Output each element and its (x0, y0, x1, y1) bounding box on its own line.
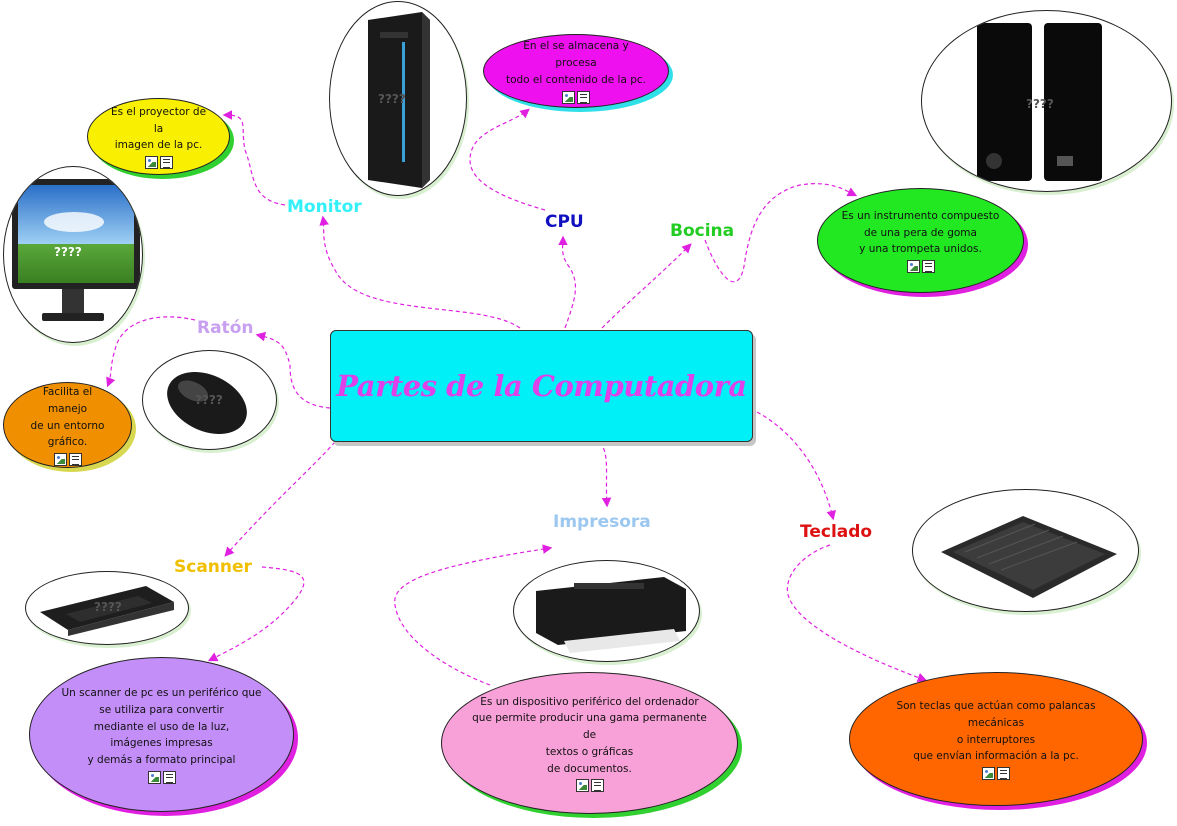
image-icon[interactable] (53, 453, 67, 467)
bubble-teclado-text: Son teclas que actúan como palancas mecá… (896, 699, 1096, 763)
bubble-bocina[interactable]: Es un instrumento compuesto de una pera … (817, 188, 1024, 293)
link-central-scanner (224, 441, 336, 557)
central-topic[interactable]: Partes de la Computadora (330, 330, 753, 442)
scanner-image[interactable]: ???? (25, 571, 189, 645)
cpu-picture (368, 12, 430, 188)
bubble-scanner-text: Un scanner de pc es un periférico que se… (61, 687, 262, 767)
bubble-monitor[interactable]: Es el proyector de la imagen de la pc. (87, 98, 230, 175)
link-central-monitor (319, 215, 521, 329)
image-icon[interactable] (982, 767, 995, 781)
note-icon[interactable] (162, 770, 176, 784)
monitor-image[interactable]: ???? (3, 166, 143, 343)
link-monitor-bubble (222, 110, 286, 206)
raton-image[interactable]: ???? (142, 350, 277, 450)
label-monitor[interactable]: Monitor (287, 197, 362, 217)
link-cpu-bubble (469, 108, 546, 211)
bocina-image[interactable]: ???? (921, 10, 1172, 192)
note-icon[interactable] (159, 156, 173, 170)
bubble-monitor-text: Es el proyector de la imagen de la pc. (110, 105, 207, 152)
cpu-image[interactable]: ???? (329, 1, 467, 196)
bubble-teclado[interactable]: Son teclas que actúan como palancas mecá… (849, 672, 1143, 806)
link-central-impresora (599, 441, 612, 508)
note-icon[interactable] (997, 767, 1010, 781)
link-impresora-bubble (394, 544, 553, 686)
note-icon[interactable] (590, 779, 604, 793)
link-central-cpu (558, 235, 576, 329)
label-bocina[interactable]: Bocina (670, 221, 735, 241)
link-teclado-bubble (786, 544, 928, 683)
note-icon[interactable] (577, 90, 590, 104)
bubble-raton[interactable]: Facilita el manejo de un entorno gráfico… (3, 382, 132, 468)
note-icon[interactable] (921, 260, 935, 274)
teclado-image[interactable] (912, 489, 1139, 612)
bubble-impresora[interactable]: Es un dispositivo periférico del ordenad… (441, 672, 738, 814)
monitor-placeholder: ???? (54, 245, 82, 259)
link-central-raton (255, 331, 331, 409)
bubble-cpu[interactable]: En el se almacena y procesa todo el cont… (483, 34, 669, 108)
teclado-picture (941, 516, 1117, 598)
link-raton-bubble (106, 316, 196, 388)
label-teclado[interactable]: Teclado (800, 522, 873, 542)
label-cpu[interactable]: CPU (545, 212, 584, 232)
impresora-image[interactable] (513, 560, 700, 662)
bubble-raton-text: Facilita el manejo de un entorno gráfico… (30, 385, 105, 449)
label-scanner[interactable]: Scanner (174, 557, 252, 577)
note-icon[interactable] (68, 453, 82, 467)
bocina-placeholder: ???? (1026, 97, 1054, 111)
link-central-teclado (756, 411, 836, 521)
cpu-placeholder: ???? (378, 92, 406, 106)
image-icon[interactable] (147, 770, 161, 784)
image-icon[interactable] (562, 90, 575, 104)
raton-placeholder: ???? (195, 393, 223, 407)
bubble-cpu-text: En el se almacena y procesa todo el cont… (505, 40, 647, 86)
impresora-picture (536, 577, 686, 653)
bubble-scanner[interactable]: Un scanner de pc es un periférico que se… (29, 657, 294, 812)
label-raton[interactable]: Ratón (197, 318, 254, 338)
image-icon[interactable] (906, 260, 920, 274)
scanner-placeholder: ???? (94, 600, 122, 614)
scanner-picture (40, 586, 174, 636)
bubble-impresora-text: Es un dispositivo periférico del ordenad… (472, 695, 707, 775)
central-title: Partes de la Computadora (336, 369, 747, 403)
bocina-picture (977, 23, 1102, 181)
bubble-bocina-text: Es un instrumento compuesto de una pera … (841, 209, 1000, 256)
monitor-picture (12, 179, 140, 321)
image-icon[interactable] (144, 156, 158, 170)
link-central-bocina (601, 243, 692, 329)
label-impresora[interactable]: Impresora (553, 512, 651, 532)
image-icon[interactable] (575, 779, 589, 793)
raton-picture (167, 372, 247, 434)
link-scanner-bubble (207, 566, 305, 662)
link-bocina-bubble (704, 183, 858, 283)
